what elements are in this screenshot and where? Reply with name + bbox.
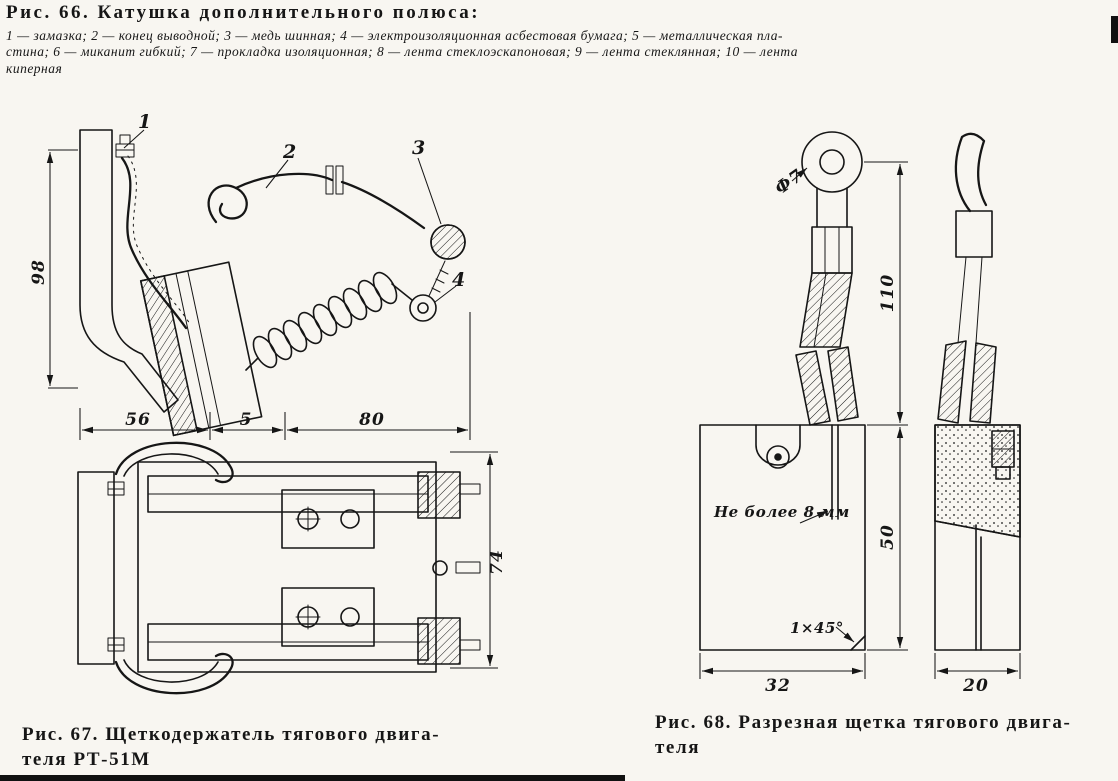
fig66-legend-line2: стина; 6 — миканит гибкий; 7 — прокладка… (6, 44, 799, 60)
side-bolts (455, 483, 481, 651)
ring-terminal (801, 131, 863, 193)
dim-80: 80 (358, 410, 385, 430)
cable-loop-top-inner (123, 453, 219, 477)
fig66-legend: 1 — замазка; 2 — конец выводной; 3 — мед… (6, 28, 1112, 77)
lead-wires (957, 256, 983, 344)
sleeve (955, 210, 993, 258)
chamfer-text: 1×45° (790, 619, 844, 637)
fig67-caption-line2: теля РТ-51М (22, 749, 151, 771)
fig68-drawing: Не более 8 мм 1×45° Ф7 110 50 32 20 (699, 131, 1021, 696)
cable-loop-bottom-inner (123, 659, 219, 683)
fig68-caption: Рис. 68. Разрезная щетка тягового двига-… (655, 710, 1071, 760)
lead-wire-run (234, 172, 426, 230)
gap-note-arrow (799, 510, 829, 524)
lead-left (795, 350, 831, 426)
chamfer-edge (850, 635, 866, 651)
side-plate (77, 471, 115, 665)
dim-50: 50 (878, 524, 898, 550)
fig67-plan-view (77, 441, 481, 695)
terminal-disc (430, 224, 466, 260)
right-dim-extensions (864, 161, 908, 651)
pivot-hole (432, 560, 448, 576)
dim-74: 74 (487, 549, 507, 575)
fig66-title: Рис. 66. Катушка дополнительного полюса: (6, 2, 481, 23)
clamp-block-top (417, 471, 461, 519)
fig67-plan-dimension: 74 (450, 451, 507, 669)
dim-20: 20 (962, 676, 989, 696)
callout-2: 2 (282, 141, 296, 163)
fig66-caption-block: Рис. 66. Катушка дополнительного полюса:… (6, 2, 1112, 77)
chamfer-leader (835, 626, 855, 643)
pressure-spring (245, 271, 413, 371)
dim-f7: Ф7 (771, 166, 807, 200)
bent-lug (954, 132, 988, 213)
ring-terminal-hole (819, 149, 845, 175)
lead-hook-loop (207, 184, 248, 224)
scan-artifact-right-mark (1111, 16, 1118, 43)
callout-leaders (123, 129, 457, 303)
plate-bolts (107, 481, 125, 652)
fig66-legend-line3: киперная (6, 60, 63, 76)
wire-clamp (325, 165, 344, 195)
brush-body-front (699, 424, 866, 651)
zone-boundary (934, 520, 1021, 538)
dim-56: 56 (125, 410, 151, 430)
fig68-note: Не более 8 мм (713, 503, 850, 524)
dim74-extensions (450, 451, 498, 669)
clamp-notch (755, 424, 801, 466)
cable-loop-bottom (114, 652, 234, 695)
callout-4: 4 (452, 269, 465, 291)
spring-anchor-ring (409, 260, 449, 322)
bracket-bolt (115, 134, 135, 158)
side-clamp-detail (991, 430, 1015, 480)
callout-3: 3 (412, 137, 425, 159)
fig68-brush-front (699, 424, 866, 651)
dim20-extensions (934, 653, 1021, 679)
dim-32: 32 (765, 676, 791, 696)
dim32-extensions (699, 653, 866, 679)
side-lead-left (937, 340, 967, 424)
holder-frame (137, 461, 437, 673)
threaded-rod (428, 260, 449, 297)
split-slot (831, 424, 839, 520)
fig66-legend-line1: 1 — замазка; 2 — конец выводной; 3 — мед… (6, 28, 783, 43)
fig67-caption-line1: Рис. 67. Щеткодержатель тягового двига- (22, 724, 441, 745)
ferrule (811, 226, 853, 274)
scan-artifact-bottom-bar (0, 775, 625, 781)
gap-note: Не более 8 мм (713, 503, 850, 521)
braided-cable (799, 272, 853, 348)
side-split-line (975, 524, 982, 651)
fig68-cable-front (795, 131, 863, 426)
lead-right (827, 346, 859, 422)
side-lead-right (969, 342, 997, 424)
upper-brush-window (281, 489, 375, 549)
clamp-block-bottom (417, 617, 461, 665)
dim98-extensions (48, 149, 78, 389)
fig67-drawing: 1 2 3 4 98 56 5 80 (29, 111, 507, 695)
rivet (766, 445, 790, 469)
bottom-dim-extensions (79, 312, 471, 440)
fig67-caption: Рис. 67. Щеткодержатель тягового двига- … (22, 722, 440, 772)
terminal-neck (816, 187, 848, 228)
fig67-side-view (79, 129, 466, 437)
fig68-chamfer-label: 1×45° (790, 619, 855, 643)
fig68-caption-line2: теля (655, 737, 701, 759)
callout-1: 1 (138, 111, 151, 133)
f7-leader (791, 167, 808, 182)
fig67-dimensions: 98 56 5 80 (29, 149, 471, 440)
dim-98: 98 (29, 259, 49, 285)
lower-brush-window (281, 587, 375, 647)
cable-loop-top (114, 441, 234, 484)
dim-110: 110 (878, 274, 898, 313)
fig68-caption-line1: Рис. 68. Разрезная щетка тягового двига- (655, 712, 1072, 733)
fig68-side-view (934, 132, 1021, 651)
dim-5: 5 (240, 410, 253, 430)
fig67-callouts: 1 2 3 4 (123, 111, 465, 303)
